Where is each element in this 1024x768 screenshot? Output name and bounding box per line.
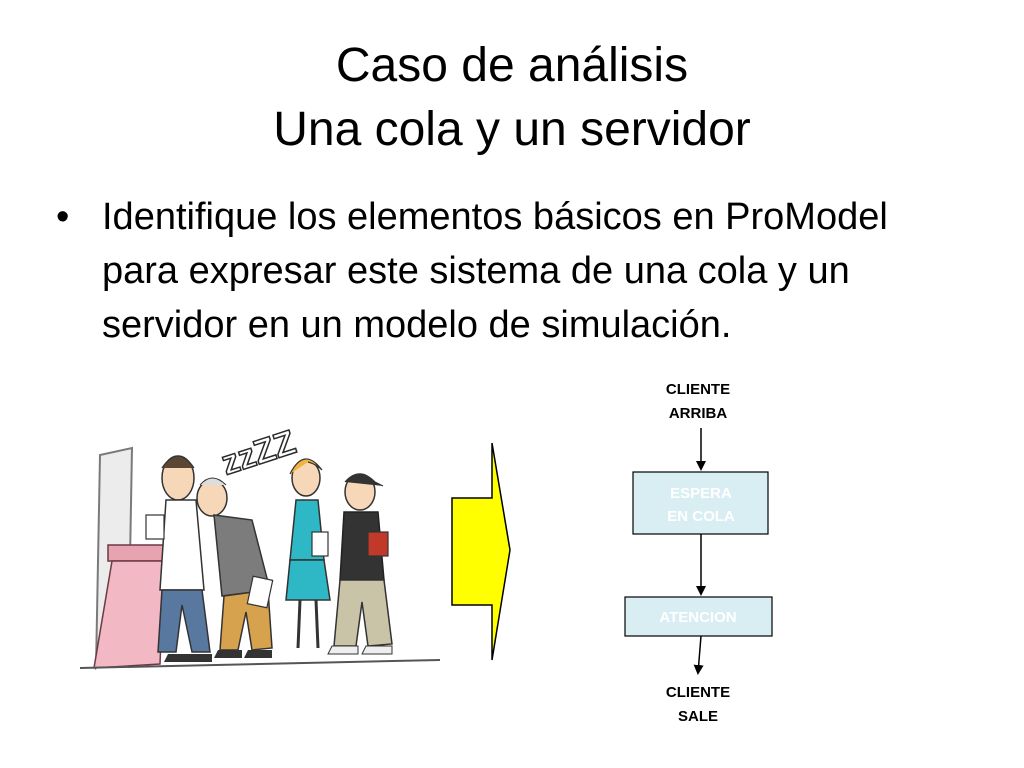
queue-label-line-1: ESPERA (670, 485, 732, 502)
queue-box (632, 471, 769, 535)
flowchart: CLIENTE ARRIBA ESPERA EN COLA ATENCION C… (624, 381, 773, 725)
title-line-2: Una cola y un servidor (273, 103, 751, 156)
flow-end-line-1: CLIENTE (666, 684, 730, 701)
person-old-man-icon (196, 477, 274, 658)
service-box (624, 596, 773, 637)
queue-illustration: zzZZ (79, 422, 441, 671)
transition-arrow-icon (451, 442, 511, 661)
flow-arrow-3 (693, 635, 704, 675)
bullet-text: Identifique los elementos básicos en Pro… (102, 196, 888, 346)
title-line-1: Caso de análisis (335, 39, 689, 92)
flow-start-line-1: CLIENTE (666, 381, 730, 398)
service-counter-icon (79, 446, 441, 671)
service-label: ATENCION (659, 609, 736, 626)
person-woman-icon (285, 458, 331, 649)
flow-end-line-2: SALE (678, 708, 718, 725)
person-tall-man-icon (145, 455, 212, 662)
sleep-text: zzZZ (217, 423, 301, 482)
person-young-man-icon (327, 473, 393, 655)
flow-start-line-2: ARRIBA (669, 405, 727, 422)
bullet-symbol: • (56, 196, 70, 238)
slide-title: Caso de análisis Una cola y un servidor (0, 34, 1024, 162)
queue-label-line-2: EN COLA (667, 508, 735, 525)
